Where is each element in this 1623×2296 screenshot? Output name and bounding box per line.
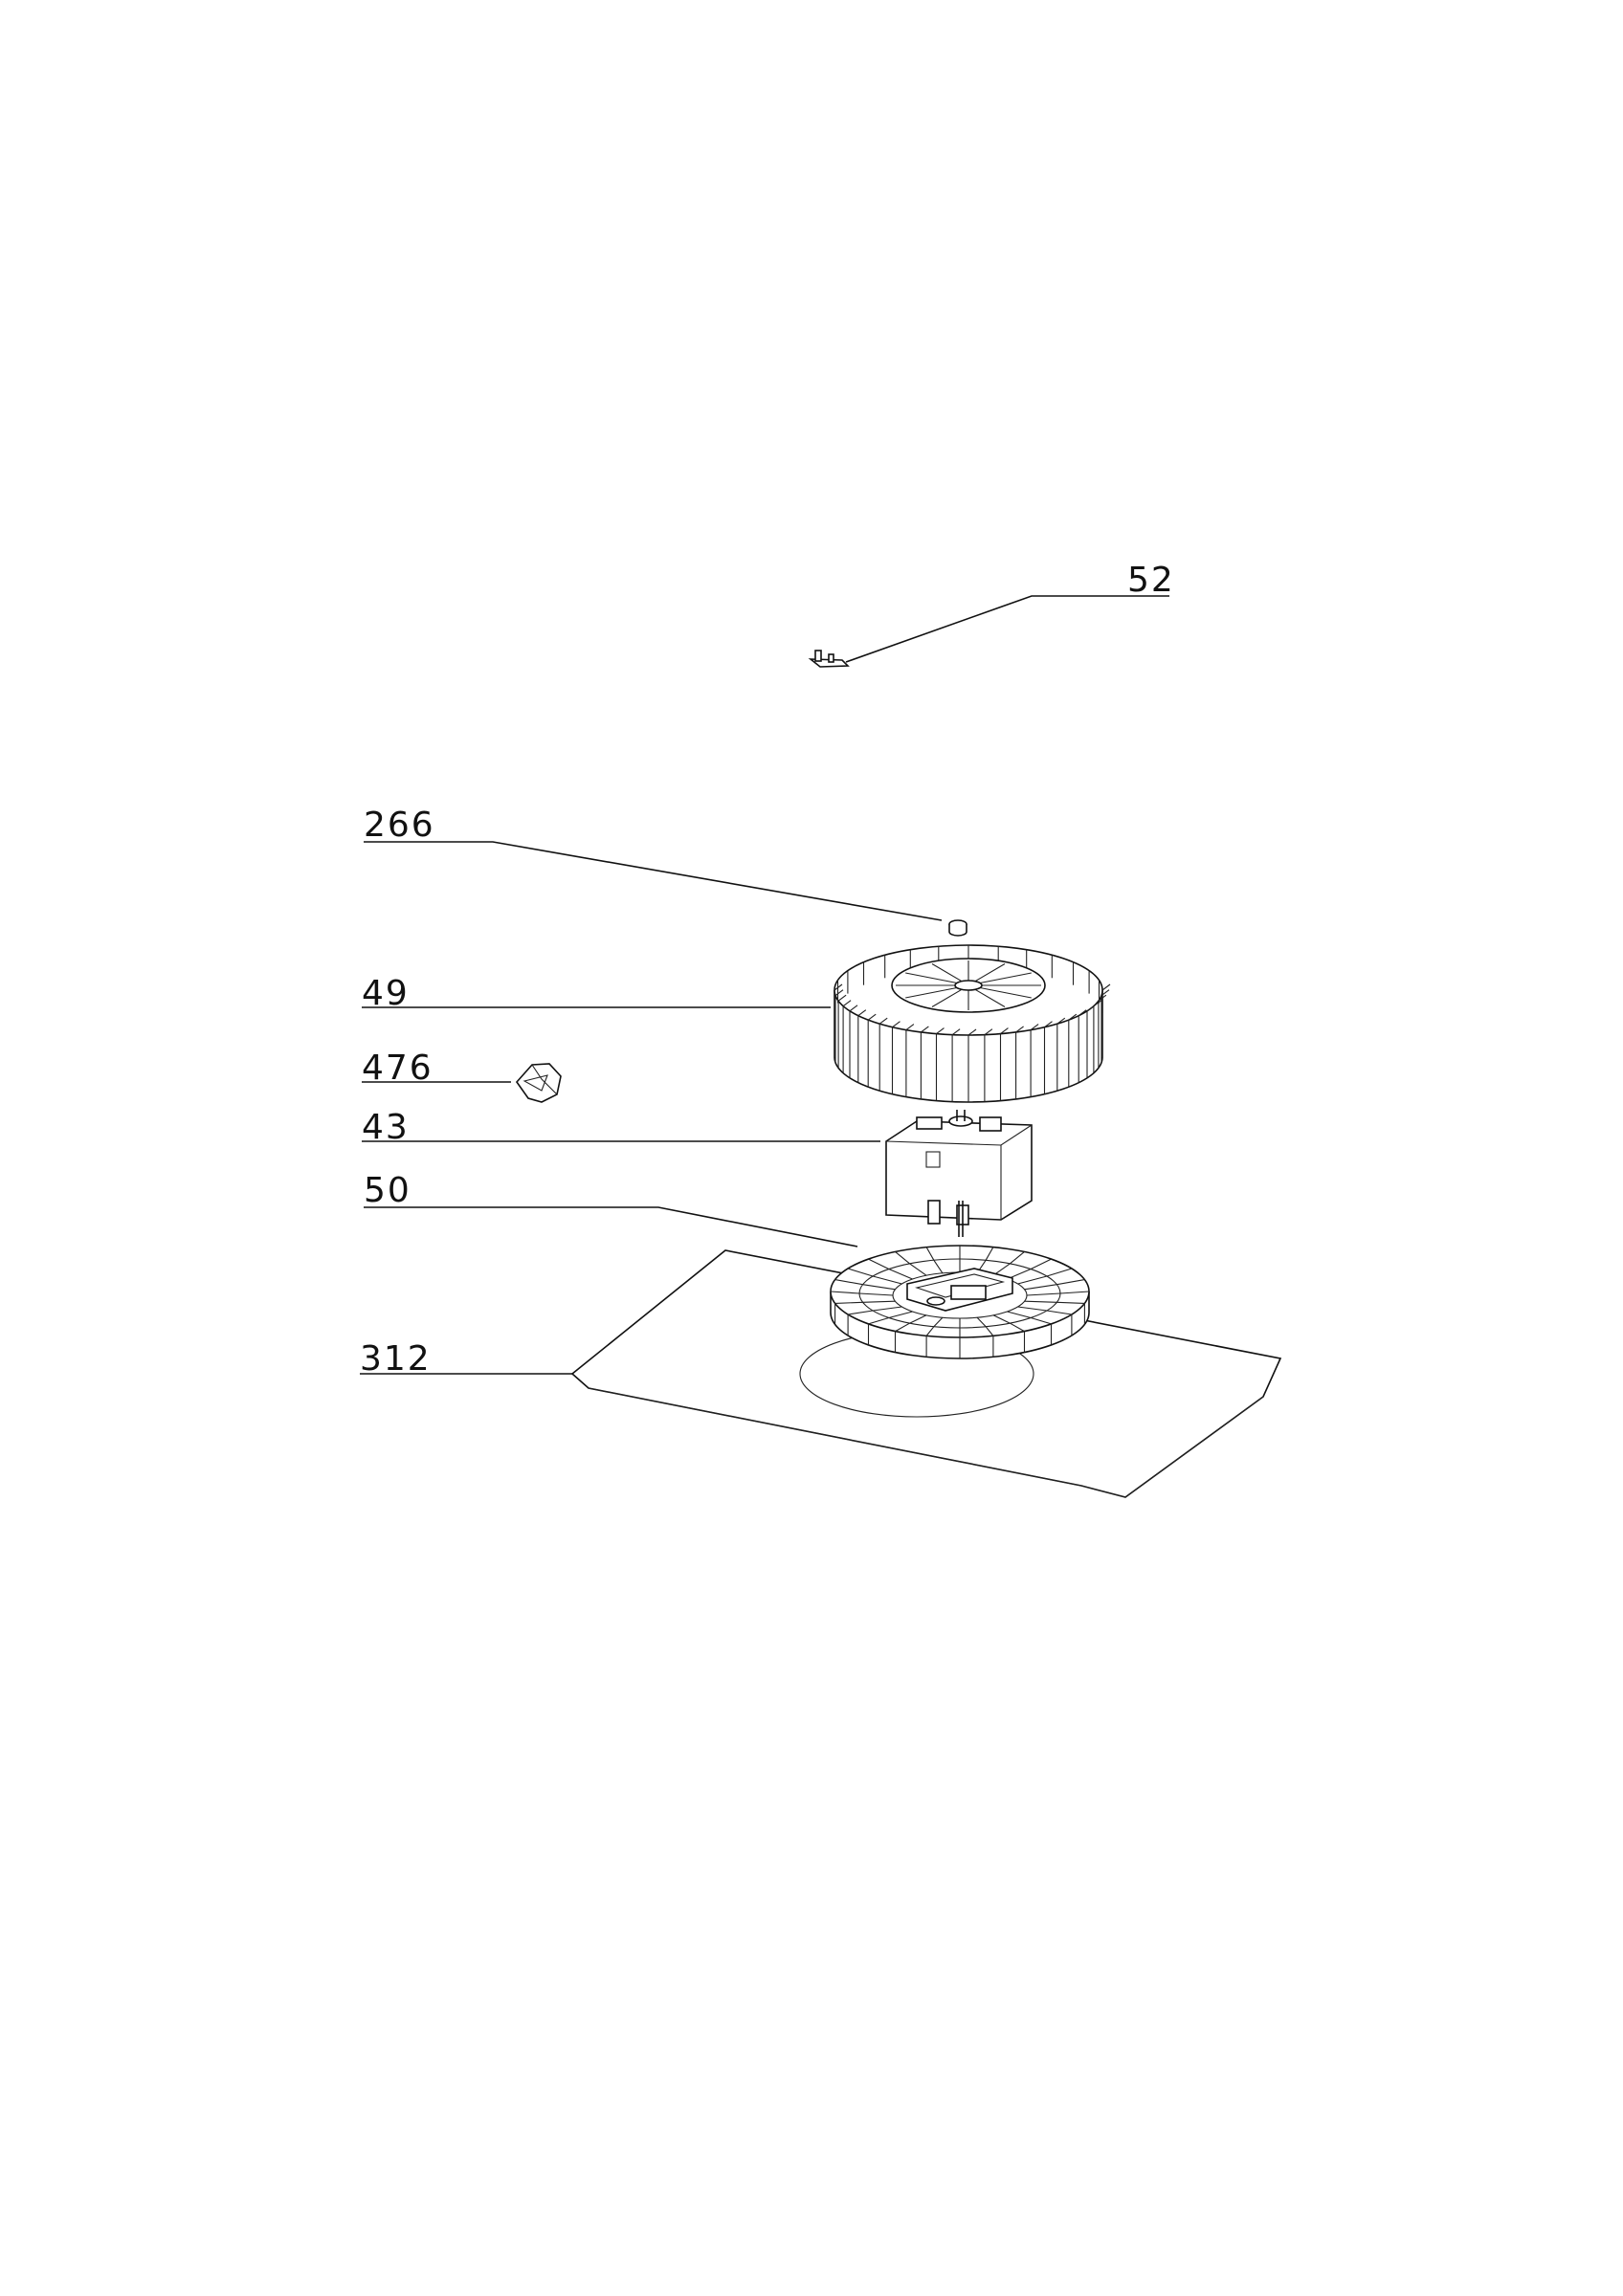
leader-line-266 [364,841,943,921]
callout-49[interactable]: 49 [362,974,831,1013]
part-50-motor-mount [830,1245,1090,1359]
callout-label-49: 49 [362,974,410,1013]
part-43-motor [885,1110,1033,1237]
callout-266[interactable]: 266 [364,806,943,921]
callout-312[interactable]: 312 [360,1339,572,1379]
callout-476[interactable]: 476 [362,1049,511,1088]
callout-label-43: 43 [362,1108,410,1147]
callout-label-312: 312 [360,1339,432,1379]
callout-label-476: 476 [362,1049,434,1088]
callout-43[interactable]: 43 [362,1108,880,1147]
part-312-base-plate [570,1249,1282,1498]
callout-52[interactable]: 52 [845,561,1175,663]
callout-label-266: 266 [364,806,435,845]
part-476-knob [515,1063,562,1103]
part-266-nut [948,919,967,937]
leader-line-50 [364,1206,858,1247]
leader-line-52 [845,595,1169,663]
callout-50[interactable]: 50 [364,1171,858,1247]
callout-label-50: 50 [364,1171,411,1210]
part-49-fan-impeller [834,944,1111,1103]
callout-label-52: 52 [1127,561,1175,600]
part-52-clip [808,650,850,668]
